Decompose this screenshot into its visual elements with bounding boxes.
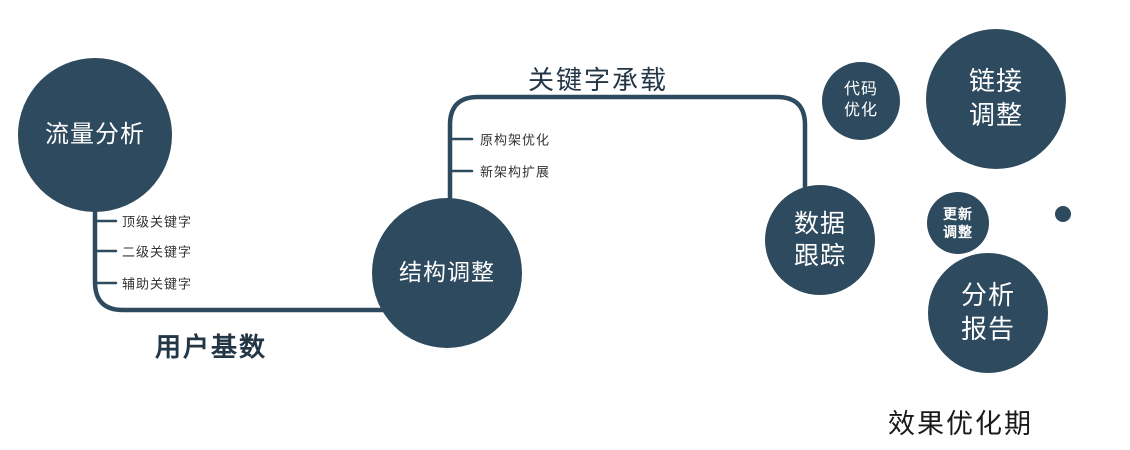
node-update-adjustment: 更新 调整	[927, 192, 989, 254]
edge-label-keyword-carry: 关键字承载	[528, 65, 669, 95]
node-update-adjustment-line1: 更新	[943, 205, 973, 222]
dot-marker	[1055, 206, 1071, 222]
tick-label-secondary-keyword: 二级关键字	[122, 244, 193, 260]
node-traffic-analysis: 流量分析	[18, 58, 172, 212]
node-link-adjustment: 链接 调整	[926, 29, 1066, 169]
node-analysis-report-line2: 报告	[960, 314, 1015, 344]
node-link-adjustment-line1: 链接	[968, 66, 1023, 97]
node-update-adjustment-line2: 调整	[943, 224, 973, 240]
tick-label-top-keyword: 顶级关键字	[122, 214, 193, 230]
tick-label-arch-optimize: 原构架优化	[480, 132, 551, 148]
footer-label-effect-period: 效果优化期	[888, 409, 1033, 439]
node-data-tracking-line1: 数据	[793, 209, 846, 238]
node-analysis-report-line1: 分析	[960, 280, 1015, 311]
node-link-adjustment-line2: 调整	[968, 100, 1023, 130]
mid-tick-marks	[448, 137, 474, 173]
tick-label-auxiliary-keyword: 辅助关键字	[122, 276, 193, 292]
node-data-tracking: 数据 跟踪	[765, 185, 875, 295]
node-code-optimization-line2: 优化	[843, 102, 878, 119]
node-data-tracking-line2: 跟踪	[793, 242, 846, 270]
left-tick-marks	[93, 219, 118, 285]
node-structure-adjust: 结构调整	[372, 198, 522, 348]
node-code-optimization-line1: 代码	[843, 81, 878, 99]
node-structure-adjust-label: 结构调整	[399, 259, 495, 286]
connector-structure-to-tracking	[447, 94, 808, 213]
edge-label-user-base: 用户基数	[155, 332, 268, 362]
tick-label-arch-expand: 新架构扩展	[480, 164, 551, 180]
node-code-optimization: 代码 优化	[822, 62, 900, 140]
node-analysis-report: 分析 报告	[928, 253, 1048, 373]
node-traffic-analysis-label: 流量分析	[45, 121, 145, 149]
